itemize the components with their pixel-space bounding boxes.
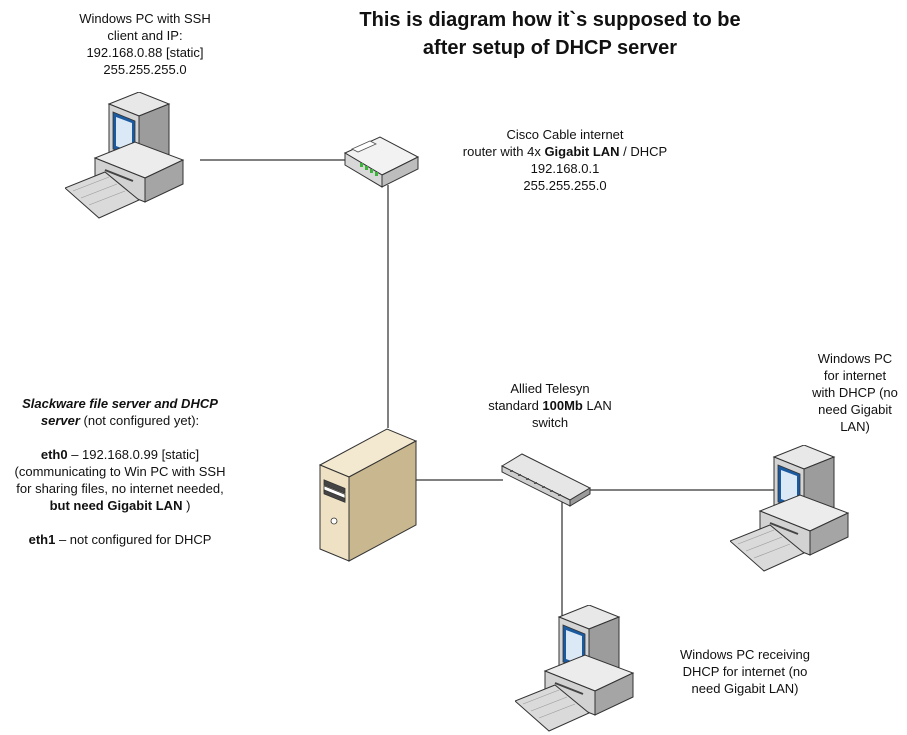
router-label: Cisco Cable internet router with 4x Giga… (462, 127, 668, 193)
diagram-title: This is diagram how it`s supposed to be … (359, 9, 741, 59)
switch-label: Allied Telesyn standard 100Mb LAN switch (488, 381, 612, 430)
ssh-pc-icon (65, 92, 185, 219)
right-pc-icon (730, 445, 850, 572)
right-pc-label: Windows PC for internet with DHCP (no ne… (812, 351, 898, 434)
bottom-pc-icon (515, 605, 635, 732)
bottom-pc-label: Windows PC receiving DHCP for internet (… (679, 647, 811, 696)
router-icon (343, 136, 420, 188)
ssh-pc-label: Windows PC with SSH client and IP: 192.1… (79, 11, 211, 77)
server-label: Slackware file server and DHCP server (n… (14, 396, 226, 547)
server-tower-icon (318, 428, 418, 562)
switch-icon (500, 453, 592, 507)
